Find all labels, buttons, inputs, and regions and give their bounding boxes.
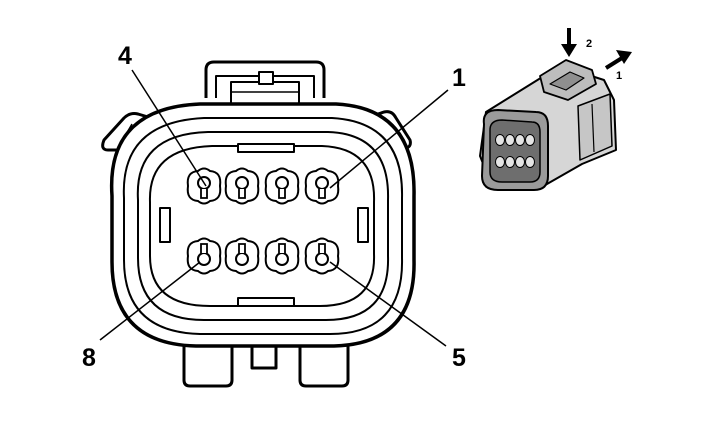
pin-label-8: 8 bbox=[82, 344, 96, 372]
leader-line-pin-5 bbox=[329, 261, 447, 347]
thumbnail-side bbox=[577, 93, 613, 161]
thumbnail-cavity bbox=[525, 156, 535, 168]
thumbnail-face-inner bbox=[489, 119, 541, 183]
thumbnail-cavity bbox=[505, 156, 515, 168]
thumbnail-cavity bbox=[505, 134, 515, 146]
pin-label-5: 5 bbox=[452, 344, 466, 372]
pin-leader-lines bbox=[99, 69, 449, 347]
terminal-cavity bbox=[264, 167, 300, 205]
terminal-cavity bbox=[304, 167, 340, 205]
housing-rim-3 bbox=[148, 145, 376, 307]
thumbnail-cavity bbox=[495, 134, 505, 146]
key-slot-left bbox=[159, 207, 171, 243]
leader-line-pin-4 bbox=[131, 69, 207, 187]
connector-bottom-tabs bbox=[182, 336, 350, 388]
push-arrow bbox=[561, 28, 577, 57]
assembly-arrows: 2 1 bbox=[561, 28, 632, 82]
thumbnail-cavity bbox=[515, 156, 525, 168]
key-slot-right bbox=[357, 207, 369, 243]
push-step-label: 2 bbox=[586, 38, 592, 50]
thumbnail-rib bbox=[591, 103, 595, 153]
terminal-cavities bbox=[186, 167, 340, 275]
pin-label-4: 4 bbox=[118, 42, 132, 70]
leader-line-pin-8 bbox=[99, 261, 201, 341]
terminal-cavity bbox=[224, 237, 260, 275]
housing-rim-1 bbox=[122, 117, 404, 335]
thumbnail-latch-slot bbox=[549, 71, 585, 91]
connector-face bbox=[101, 60, 416, 388]
terminal-cavity bbox=[186, 167, 222, 205]
key-bar-bottom bbox=[237, 297, 295, 307]
pin-label-1: 1 bbox=[452, 64, 466, 92]
thumbnail-cavities bbox=[495, 134, 535, 168]
housing-rim-2 bbox=[136, 131, 390, 321]
leader-line-pin-1 bbox=[329, 89, 449, 189]
connector-thumbnail bbox=[479, 59, 617, 191]
pull-arrow bbox=[604, 50, 632, 70]
terminal-cavity bbox=[224, 167, 260, 205]
thumbnail-cavity bbox=[525, 134, 535, 146]
key-bar-top bbox=[237, 143, 295, 153]
thumbnail-cavity bbox=[515, 134, 525, 146]
thumbnail-cavity bbox=[495, 156, 505, 168]
terminal-cavity bbox=[264, 237, 300, 275]
terminal-cavity bbox=[304, 237, 340, 275]
pull-step-label: 1 bbox=[616, 70, 622, 82]
